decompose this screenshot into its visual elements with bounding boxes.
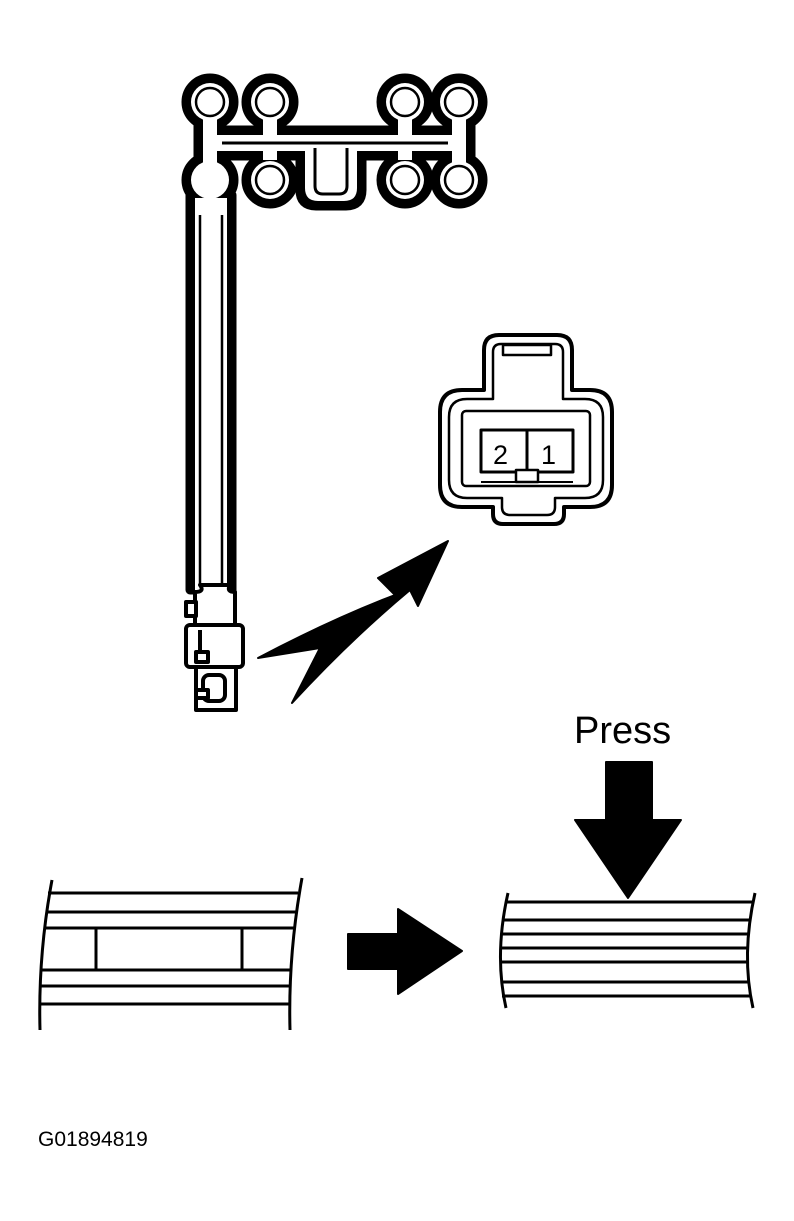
- press-down-arrow: [574, 761, 682, 899]
- connector-pin-2-label: 2: [493, 440, 508, 470]
- figure-code: G01894819: [38, 1128, 148, 1151]
- press-label: Press: [574, 710, 671, 752]
- sensor-element: [181, 73, 488, 595]
- connector-pin-1-label: 1: [541, 440, 556, 470]
- sensor-pad-grid: [181, 73, 488, 595]
- pointer-arrow: [257, 540, 449, 704]
- connector-face: 2 1: [438, 333, 614, 526]
- strip-before-press: [38, 877, 304, 1031]
- transition-arrow: [347, 908, 463, 995]
- stem-connector: [184, 583, 245, 712]
- strip-after-press: [498, 892, 757, 1009]
